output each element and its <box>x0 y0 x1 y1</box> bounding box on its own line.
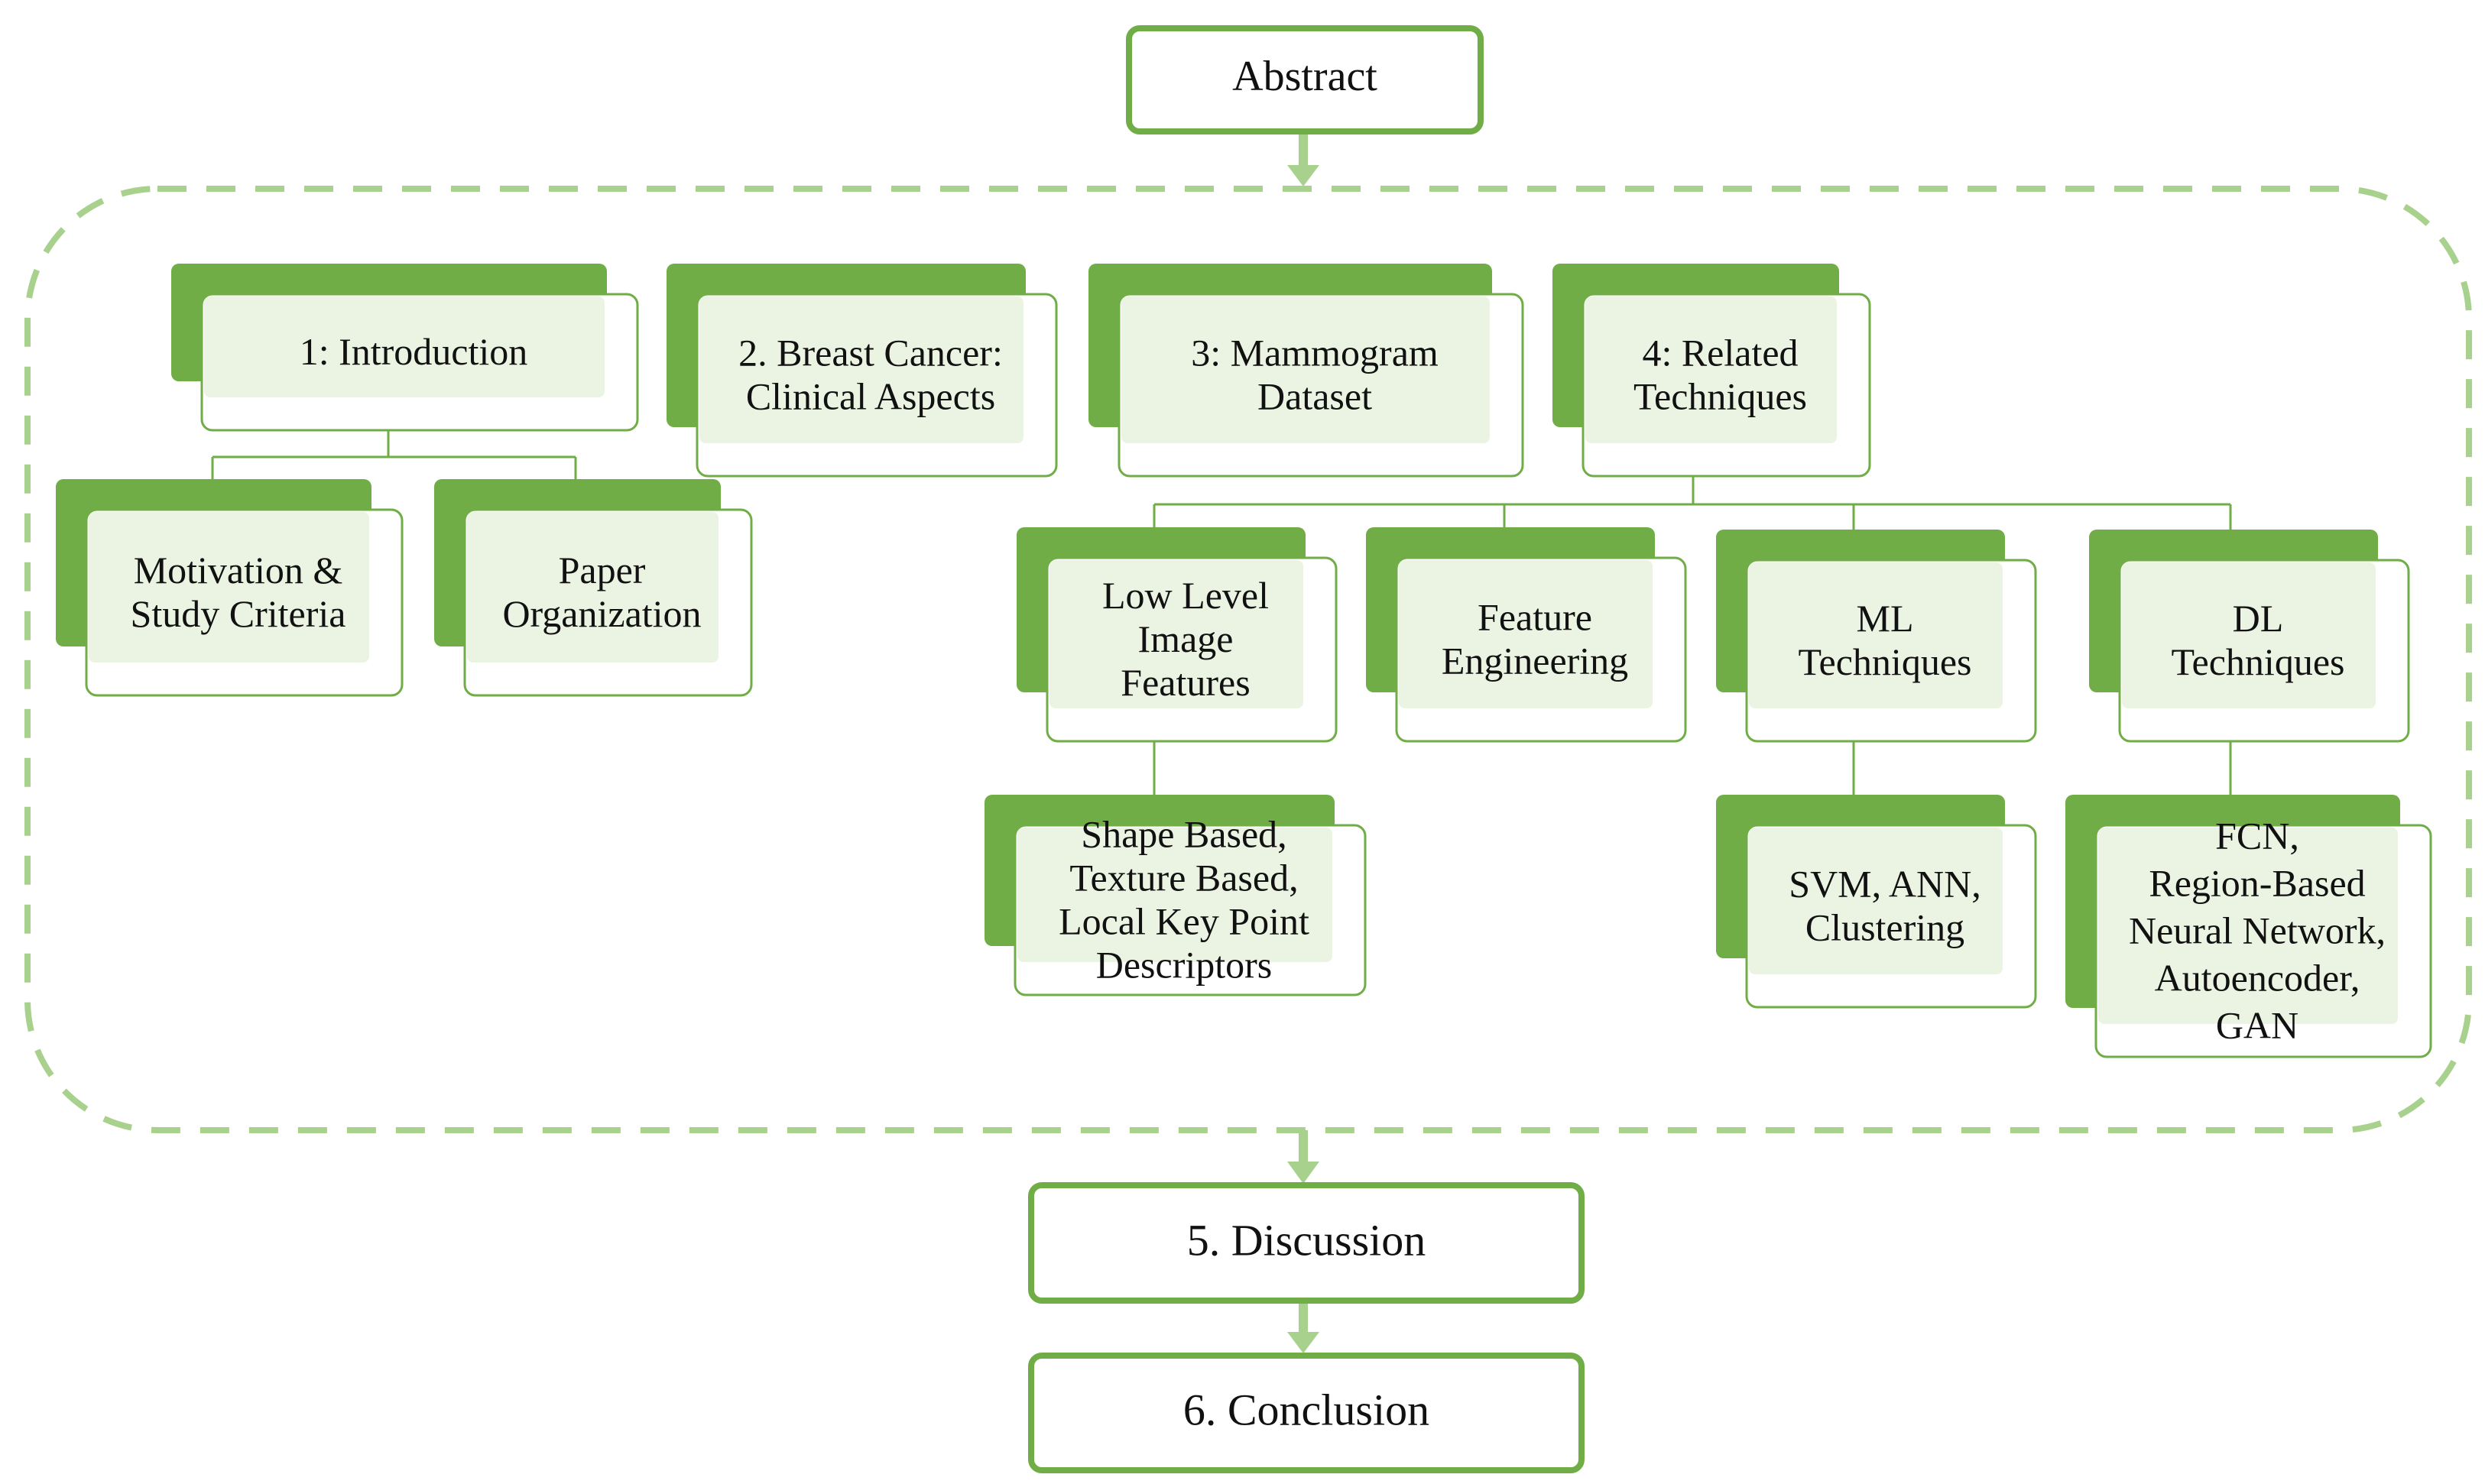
node-fcn-gan-line: FCN, <box>2215 815 2299 857</box>
discussion-label: 5. Discussion <box>1187 1215 1426 1265</box>
connector-techniques-children <box>1153 474 2232 560</box>
flow-arrows <box>1287 131 1319 1353</box>
node-related-techniques-line: 4: Related <box>1642 332 1798 374</box>
node-introduction-fill <box>204 296 605 397</box>
node-shape-texture-fill <box>1017 828 1332 962</box>
node-fcn-gan-fill <box>2098 828 2398 1024</box>
node-introduction-line: 1: Introduction <box>300 330 528 373</box>
node-paper-organization-line: Paper <box>559 549 646 591</box>
tree-nodes: 1: Introduction 2. Breast Cancer:Clinical… <box>56 264 2432 1058</box>
node-low-level-features-line: Image <box>1138 617 1234 660</box>
flow-box-discussion: 5. Discussion <box>1028 1182 1585 1304</box>
node-introduction-label: 1: Introduction <box>300 330 528 373</box>
node-paper-organization-line: Organization <box>502 592 701 635</box>
node-fcn-gan-line: GAN <box>2216 1004 2298 1047</box>
main-body-dashed-container <box>24 186 2472 1133</box>
node-mammogram-dataset-line: 3: Mammogram <box>1191 332 1439 374</box>
abstract-label: Abstract <box>1232 53 1377 100</box>
node-svm-ann-line: SVM, ANN, <box>1789 863 1981 906</box>
node-breast-cancer-fill <box>699 296 1024 443</box>
node-breast-cancer: 2. Breast Cancer:Clinical Aspects <box>667 264 1058 478</box>
node-shape-texture-line: Descriptors <box>1096 944 1273 987</box>
node-svm-ann-line: Clustering <box>1805 906 1964 949</box>
node-paper-organization-fill <box>467 512 719 663</box>
node-low-level-features-line: Features <box>1121 661 1250 704</box>
node-svm-ann-fill <box>1749 828 2003 974</box>
node-shape-texture-line: Local Key Point <box>1059 900 1309 943</box>
node-shape-texture: Shape Based,Texture Based,Local Key Poin… <box>985 795 1367 996</box>
node-introduction: 1: Introduction <box>171 264 639 432</box>
arrow-head-body-to-discussion <box>1287 1162 1319 1184</box>
node-mammogram-dataset-line: Dataset <box>1257 375 1372 418</box>
node-mammogram-dataset-fill <box>1121 296 1490 443</box>
node-breast-cancer-line: Clinical Aspects <box>746 375 995 418</box>
node-shape-texture-line: Shape Based, <box>1081 813 1286 856</box>
node-feature-engineering-line: Feature <box>1478 596 1592 639</box>
node-motivation: Motivation &Study Criteria <box>56 479 404 697</box>
node-fcn-gan-line: Neural Network, <box>2129 909 2386 952</box>
flow-box-conclusion: 6. Conclusion <box>1028 1353 1585 1473</box>
node-motivation-label: Motivation &Study Criteria <box>131 549 346 635</box>
node-related-techniques-fill <box>1585 296 1837 443</box>
node-fcn-gan-line: Region-Based <box>2149 862 2365 905</box>
node-dl-techniques-fill <box>2122 562 2376 708</box>
flow-box-abstract: Abstract <box>1126 25 1484 134</box>
node-motivation-line: Motivation & <box>134 549 343 591</box>
node-feature-engineering-line: Engineering <box>1442 640 1628 682</box>
node-ml-techniques-fill <box>1749 562 2003 708</box>
node-svm-ann-label: SVM, ANN,Clustering <box>1789 863 1981 949</box>
node-low-level-features-line: Low Level <box>1102 574 1269 617</box>
node-ml-techniques-line: Techniques <box>1799 640 1972 683</box>
node-ml-techniques-line: ML <box>1857 597 1914 640</box>
node-breast-cancer-line: 2. Breast Cancer: <box>738 332 1003 374</box>
connector-introduction-children <box>211 429 577 512</box>
node-fcn-gan-line: Autoencoder, <box>2155 957 2360 1000</box>
node-svm-ann: SVM, ANN,Clustering <box>1716 795 2037 1009</box>
node-dl-techniques-line: DL <box>2233 597 2284 640</box>
node-shape-texture-label: Shape Based,Texture Based,Local Key Poin… <box>1059 813 1309 987</box>
node-low-level-features-fill <box>1049 560 1303 708</box>
node-motivation-fill <box>89 512 369 663</box>
conclusion-label: 6. Conclusion <box>1183 1385 1429 1434</box>
node-motivation-line: Study Criteria <box>131 592 346 635</box>
node-feature-engineering-fill <box>1399 560 1653 708</box>
node-breast-cancer-label: 2. Breast Cancer:Clinical Aspects <box>738 332 1003 418</box>
node-shape-texture-line: Texture Based, <box>1069 857 1298 899</box>
arrow-head-discussion-to-conclusion <box>1287 1332 1319 1353</box>
arrow-head-abstract-to-body <box>1287 165 1319 186</box>
node-related-techniques-line: Techniques <box>1633 375 1807 418</box>
node-dl-techniques-line: Techniques <box>2172 640 2345 683</box>
